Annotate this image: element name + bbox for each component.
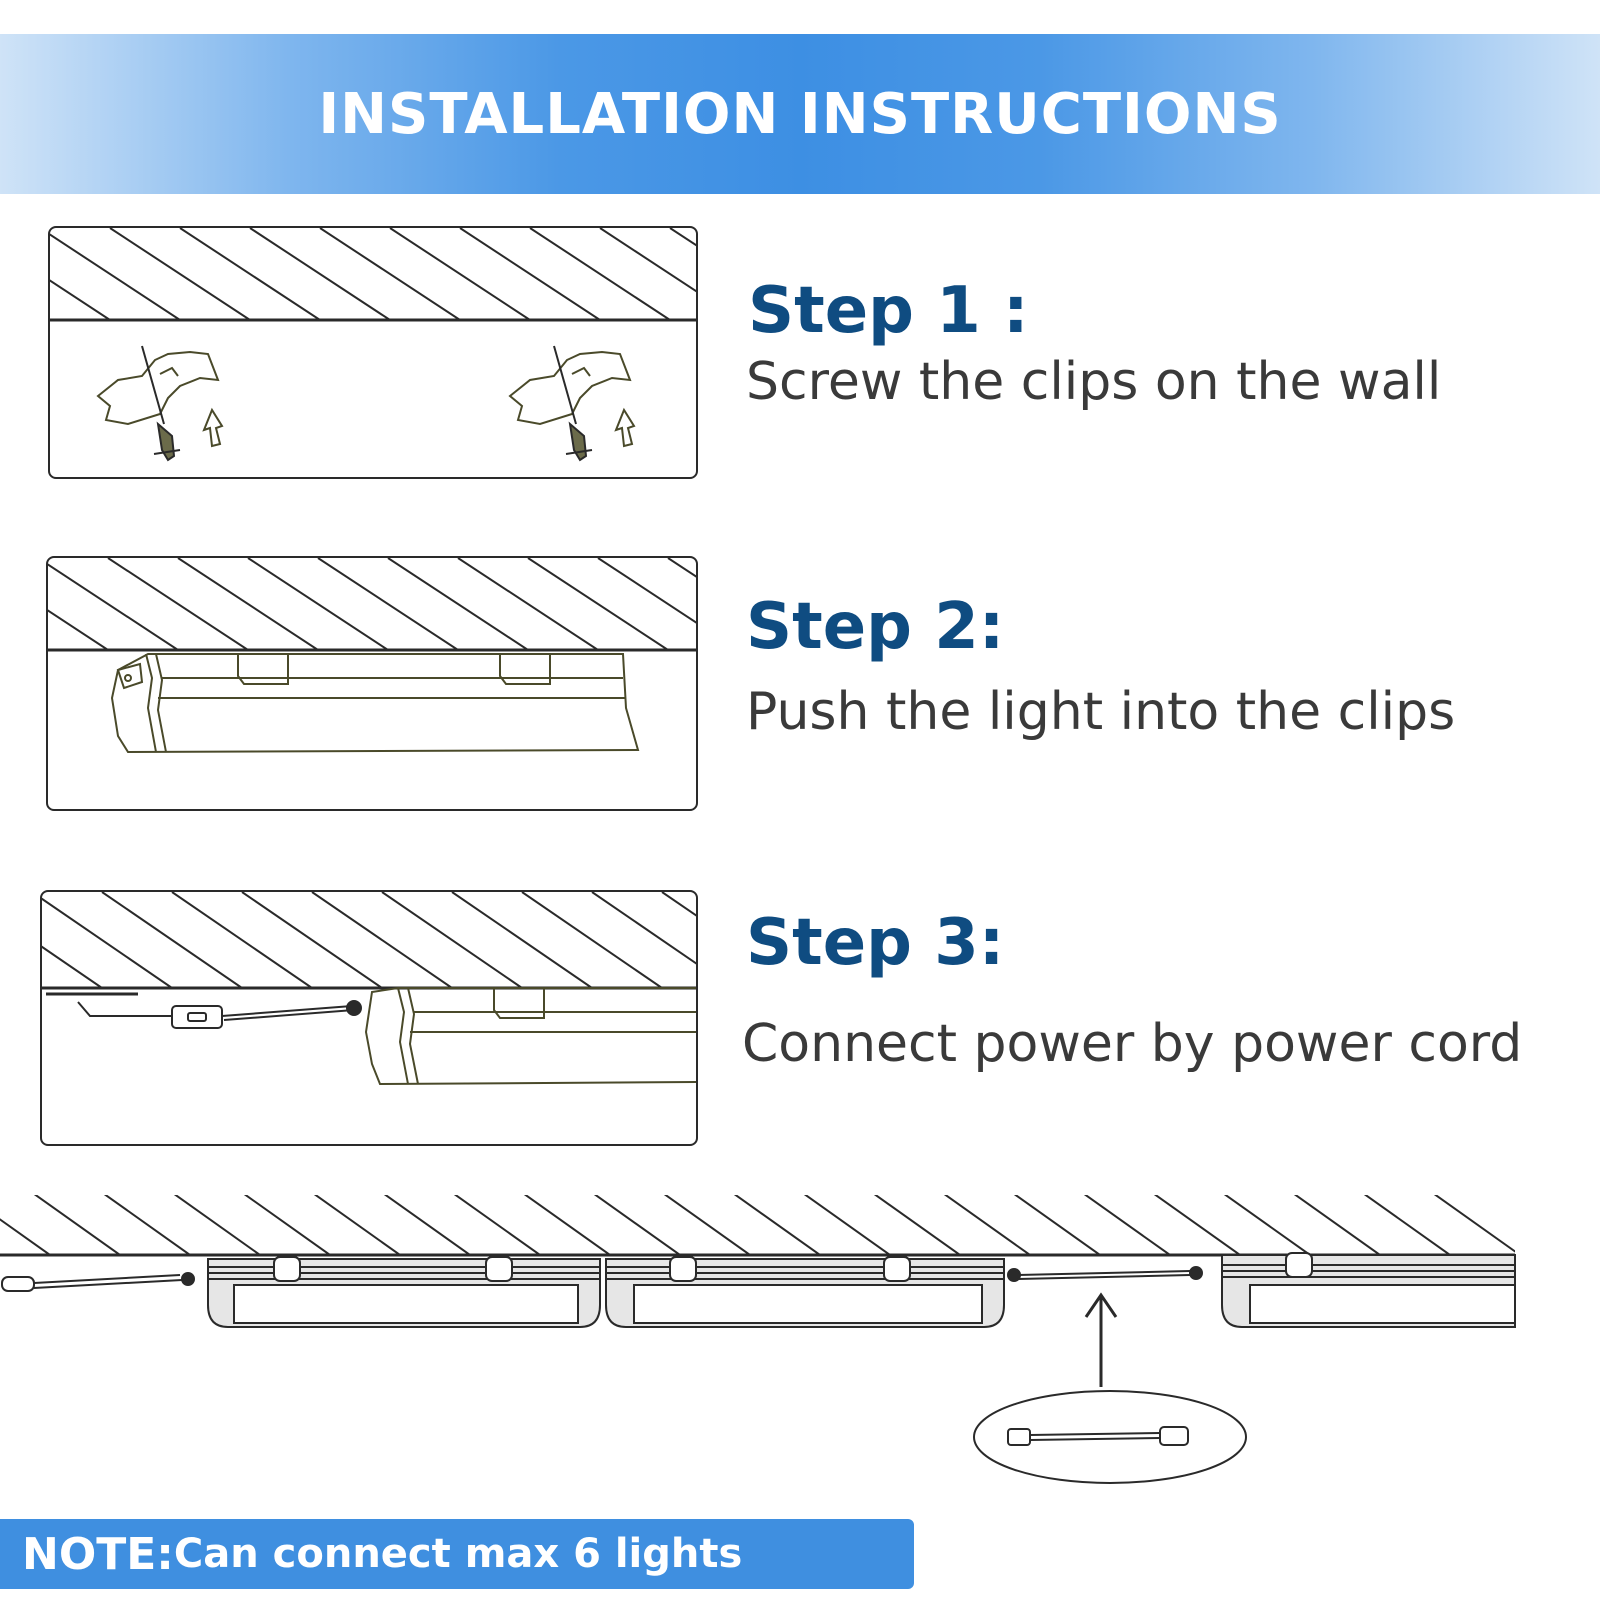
arrow-up-icon [202, 407, 224, 448]
arrow-up-icon [614, 407, 636, 448]
light-tube-icon [364, 987, 696, 1086]
step-2-description: Push the light into the clips [746, 682, 1456, 742]
page-title: INSTALLATION INSTRUCTIONS [318, 81, 1282, 147]
power-cord-icon [77, 1000, 362, 1029]
step-3-title: Step 3: [746, 906, 1005, 980]
wall-hatch [50, 228, 696, 320]
link-cable-detail [973, 1390, 1247, 1484]
linked-lights-diagram [0, 1195, 1516, 1484]
power-cord-icon [1, 1272, 195, 1292]
clip-icon [493, 988, 545, 1019]
light-fixture-icon [605, 1256, 1005, 1328]
arrow-up-icon [1084, 1292, 1118, 1387]
note-text: Can connect max 6 lights [173, 1531, 743, 1577]
link-cord-icon [1007, 1266, 1203, 1282]
step-1-description: Screw the clips on the wall [746, 352, 1442, 412]
light-tube-icon [110, 653, 640, 754]
ceiling-hatch [0, 1195, 1515, 1255]
step-1-illustration [48, 226, 698, 479]
step-3-illustration [40, 890, 698, 1146]
step-3-description: Connect power by power cord [742, 1014, 1523, 1074]
screw-icon [141, 345, 181, 462]
clip-icon [237, 654, 551, 685]
light-into-clips-drawing [48, 558, 696, 754]
wall-hatch [42, 892, 696, 988]
header-banner: INSTALLATION INSTRUCTIONS [0, 34, 1600, 194]
light-fixture-icon [1221, 1252, 1516, 1328]
clip-icon [508, 350, 632, 426]
power-cord-drawing [42, 892, 696, 1086]
wall-clips-drawing [50, 228, 696, 462]
note-label: NOTE: [22, 1528, 174, 1580]
step-2-title: Step 2: [746, 590, 1005, 664]
note-banner: NOTE: Can connect max 6 lights [0, 1519, 914, 1589]
wall-hatch [48, 558, 696, 650]
light-fixture-icon [207, 1256, 601, 1328]
step-2-illustration [46, 556, 698, 811]
step-1-title: Step 1 : [748, 274, 1029, 348]
screw-icon [553, 345, 593, 462]
clip-icon [96, 350, 220, 426]
